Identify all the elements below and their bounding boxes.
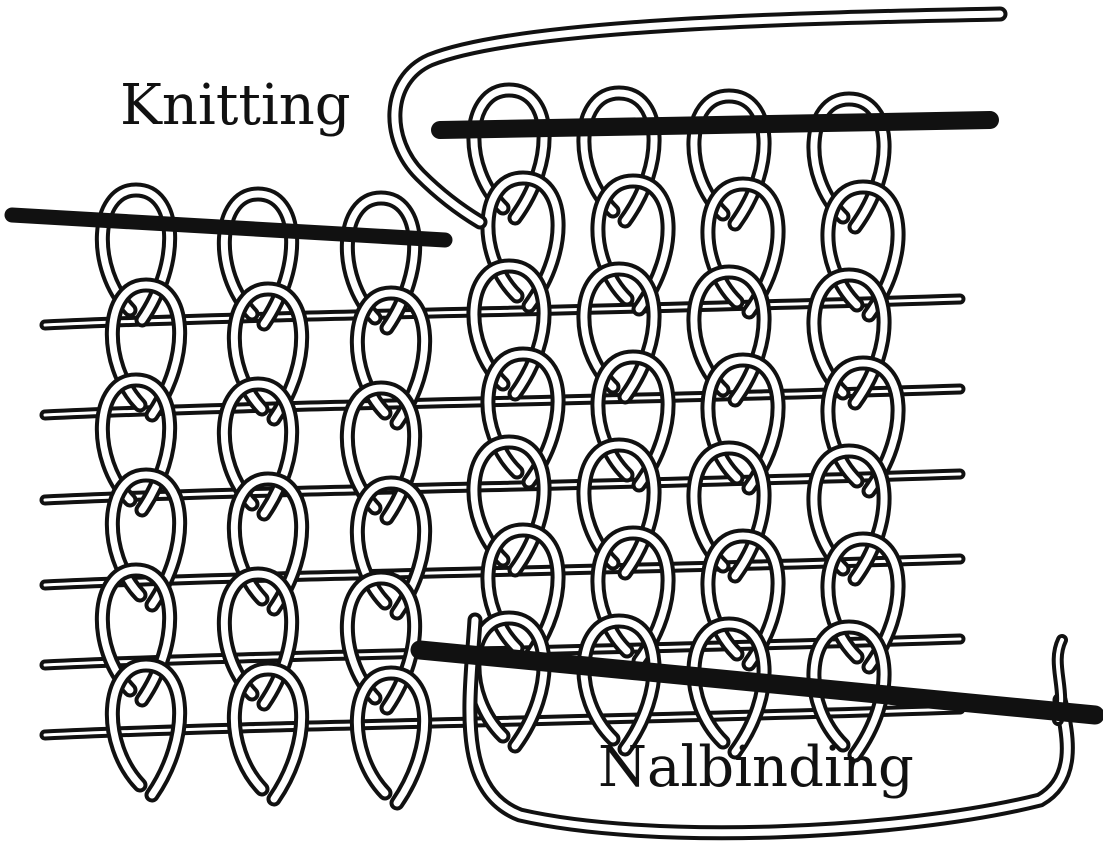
- knitting-label: Knitting: [120, 78, 351, 134]
- nal-loop: [474, 90, 544, 218]
- nalbinding-column: [814, 99, 898, 755]
- nal-loop: [694, 96, 764, 224]
- nalbinding-column: [694, 96, 778, 752]
- nalbinding-label: Nalbinding: [598, 740, 914, 796]
- nalbinding-needle-top: [440, 120, 990, 130]
- knitting-column: [347, 198, 424, 803]
- nal-loop: [584, 93, 654, 221]
